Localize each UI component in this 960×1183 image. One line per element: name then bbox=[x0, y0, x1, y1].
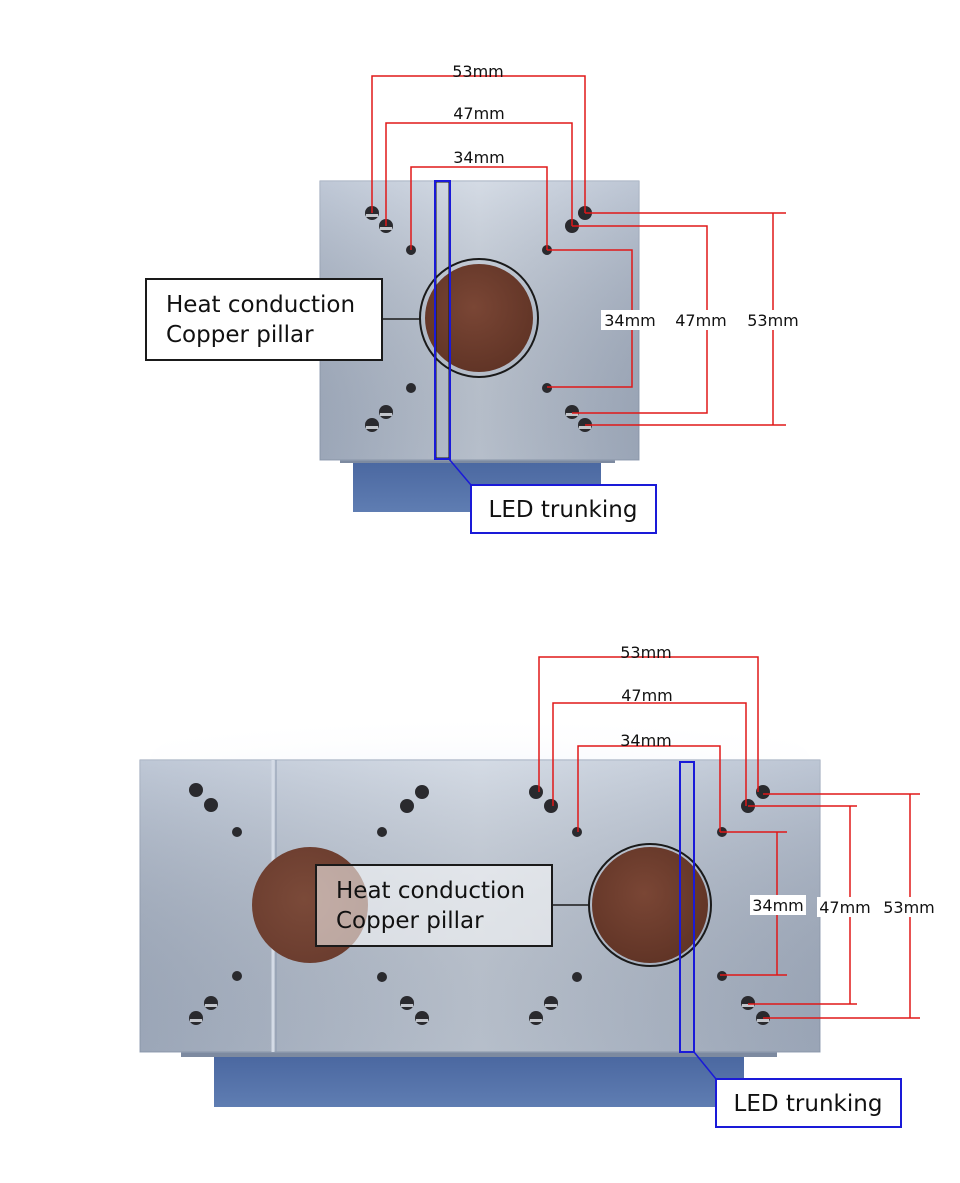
bottom-copper-pillar-right bbox=[592, 847, 708, 963]
top-screw-hole bbox=[365, 418, 379, 432]
top-vdim-34-label: 34mm bbox=[604, 311, 656, 330]
bottom-trunking-leader bbox=[693, 1051, 717, 1080]
top-copper-callout-box bbox=[145, 278, 383, 361]
top-copper-ring bbox=[419, 258, 539, 378]
bottom-copper-callout-line1: Heat conduction bbox=[336, 878, 525, 904]
bottom-dim-34-label: 34mm bbox=[620, 731, 672, 750]
bottom-vdim-47-label: 47mm bbox=[819, 898, 871, 917]
top-screw-hole bbox=[542, 383, 552, 393]
bottom-dim-47-label: 47mm bbox=[621, 686, 673, 705]
bottom-copper-callout-line2: Copper pillar bbox=[336, 908, 484, 934]
top-horizontal-dimensions bbox=[371, 75, 586, 250]
bottom-trunking-label: LED trunking bbox=[734, 1091, 883, 1117]
bottom-trunking-label-box bbox=[715, 1078, 902, 1128]
bottom-dim-53-label: 53mm bbox=[620, 643, 672, 662]
top-copper-pillar bbox=[425, 264, 533, 372]
top-vdim-53-label: 53mm bbox=[747, 311, 799, 330]
top-copper-callout-line1: Heat conduction bbox=[166, 292, 355, 318]
bottom-vdim-34-label: 34mm bbox=[752, 896, 804, 915]
top-trunking-label: LED trunking bbox=[489, 497, 638, 523]
top-dim-53-label: 53mm bbox=[452, 62, 504, 81]
top-dim-47-label: 47mm bbox=[453, 104, 505, 123]
top-copper-callout-line2: Copper pillar bbox=[166, 322, 314, 348]
bottom-vdim-53-label: 53mm bbox=[883, 898, 935, 917]
top-trunking-leader bbox=[448, 458, 472, 486]
bottom-diagram: Heat conduction Copper pillar LED trunki… bbox=[139, 643, 938, 1128]
bottom-base-block bbox=[214, 1055, 744, 1107]
top-trunking-label-box bbox=[470, 484, 657, 534]
bottom-led-trunking-outline bbox=[679, 761, 695, 1053]
top-screw-hole bbox=[565, 405, 579, 419]
top-screw-hole bbox=[379, 405, 393, 419]
bottom-base-rim bbox=[181, 1052, 777, 1057]
bottom-horizontal-dimensions bbox=[538, 656, 759, 832]
top-vdim-47-label: 47mm bbox=[675, 311, 727, 330]
bottom-copper-callout-box bbox=[315, 864, 553, 947]
top-diagram: LED trunking Heat conduction Copper pill… bbox=[145, 58, 802, 534]
top-dim-34-label: 34mm bbox=[453, 148, 505, 167]
top-screw-hole bbox=[406, 383, 416, 393]
